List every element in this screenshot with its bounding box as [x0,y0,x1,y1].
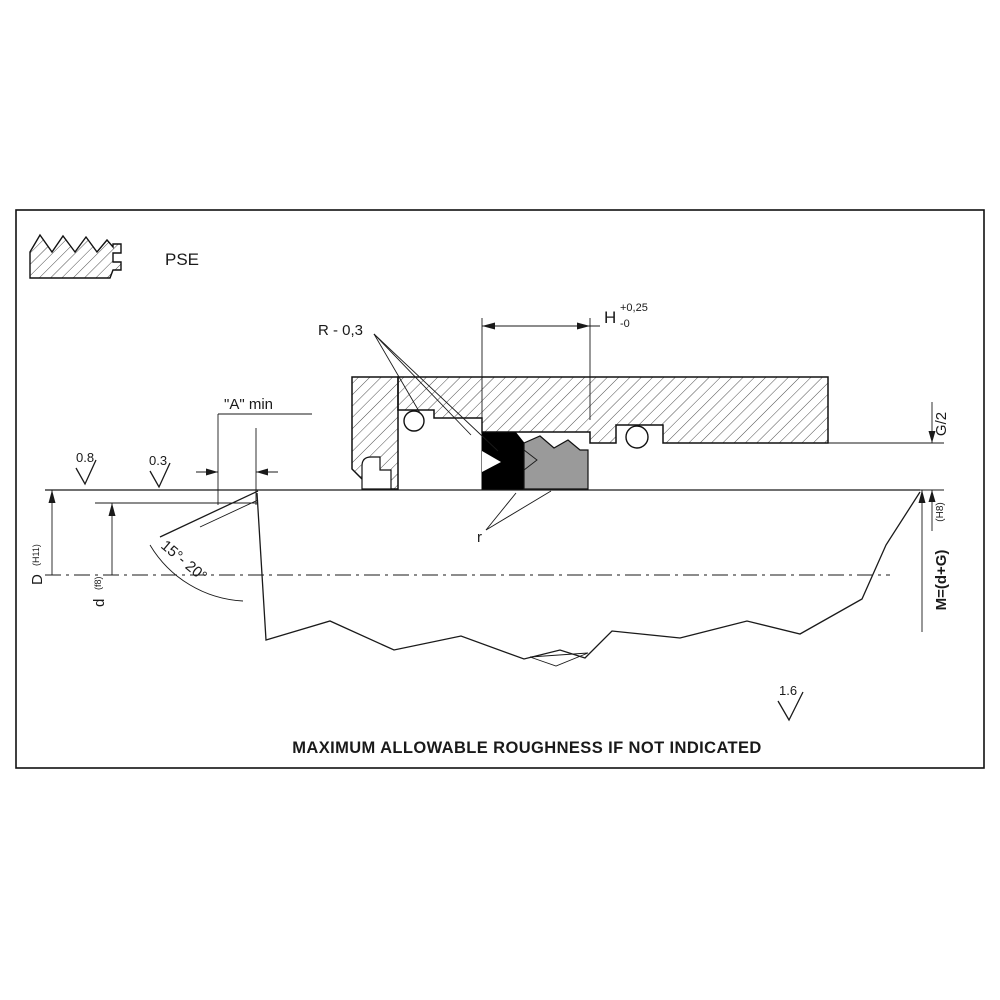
o-ring-large [625,425,649,449]
housing-left-flange [351,376,399,490]
roughness-0-8-label: 0.8 [76,450,94,465]
break-line [256,491,921,667]
pse-seal-icon [29,233,122,279]
d-small-fit-label: (f8) [93,576,103,590]
dim-G-half [828,402,944,531]
roughness-symbol-1-6 [777,691,804,722]
roughness-0-3-label: 0.3 [149,453,167,468]
dim-H-tol-lower: -0 [620,318,630,330]
m-fit-label: (H8) [935,502,946,521]
radius-label: R - 0,3 [318,322,363,339]
dim-H-tol-upper: +0,25 [620,302,648,314]
break-line-detail-triangle [529,652,589,667]
dim-H-label: H [604,308,616,327]
seal-chevron-line [523,449,538,471]
seal-backup-ring-gray [523,435,589,490]
chamfer-line-2 [199,499,259,528]
drawing-border-frame [15,209,985,769]
o-ring-small [403,410,425,432]
angle-arc [149,544,244,602]
leader-r-fillet [485,490,552,531]
fillet-label: r [477,529,482,546]
chamfer-line [159,490,259,538]
a-min-label: "A" min [224,396,273,413]
dim-A-min [196,413,312,505]
pse-label: PSE [165,250,199,269]
housing-body-cross-section [397,376,829,444]
d-big-label: D [29,574,46,585]
dim-d [108,503,116,575]
bottom-note: MAXIMUM ALLOWABLE ROUGHNESS IF NOT INDIC… [292,739,762,757]
wiper-lip-profile [361,456,392,490]
roughness-1-6-label: 1.6 [779,683,797,698]
roughness-symbol-0-3 [149,462,171,489]
dim-H [481,318,600,432]
leader-R-radius [373,333,499,452]
angle-label: 15°- 20° [157,537,210,585]
d-big-fit-label: (H11) [31,544,41,566]
dim-D [48,490,56,575]
seal-lip-notch [482,451,501,472]
m-label: M=(d+G) [933,550,950,611]
dim-M [918,490,926,632]
roughness-symbol-0-8 [75,459,97,486]
d-small-label: d [91,599,108,607]
seal-profile [481,432,589,490]
g-half-label: G/2 [933,412,950,436]
